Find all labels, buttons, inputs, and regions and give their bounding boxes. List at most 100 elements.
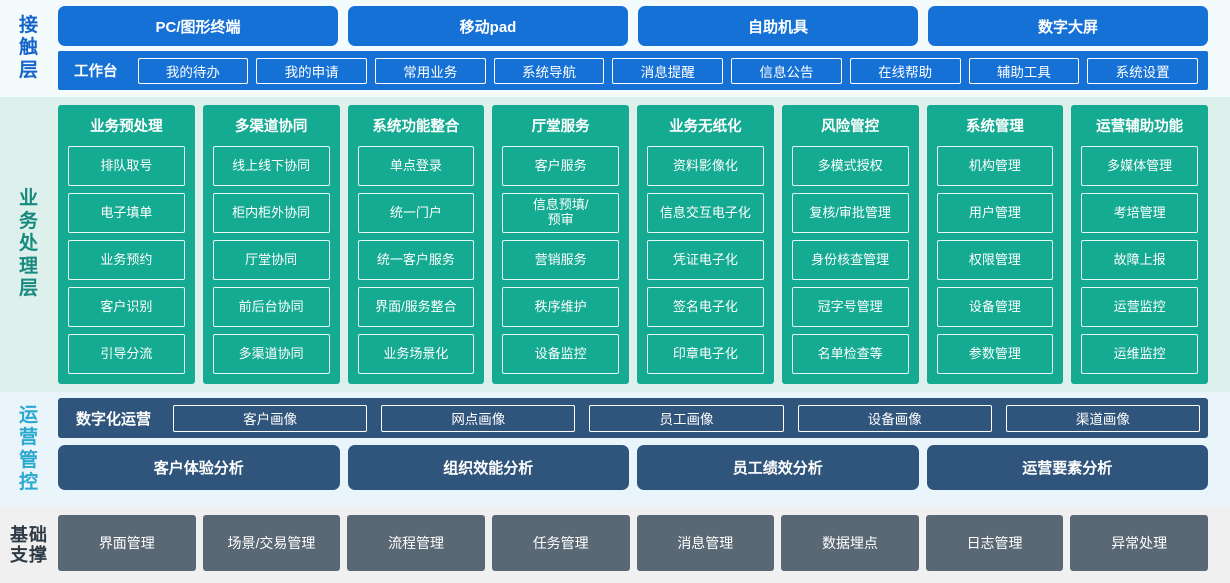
workbench-item[interactable]: 我的待办 <box>137 57 249 84</box>
workbench-item[interactable]: 系统导航 <box>493 57 605 84</box>
business-item[interactable]: 厅堂协同 <box>212 240 330 280</box>
channel-button[interactable]: 移动pad <box>348 6 628 46</box>
business-item[interactable]: 业务预约 <box>68 240 185 280</box>
business-item[interactable]: 秩序维护 <box>502 287 619 327</box>
business-item[interactable]: 信息预填/ 预审 <box>502 193 619 233</box>
business-item[interactable]: 信息交互电子化 <box>647 193 764 233</box>
business-item[interactable]: 故障上报 <box>1081 240 1198 280</box>
business-column: 风险管控多模式授权复核/审批管理身份核查管理冠字号管理名单检查等 <box>781 105 919 384</box>
business-item[interactable]: 统一门户 <box>357 193 475 233</box>
business-item[interactable]: 签名电子化 <box>647 287 764 327</box>
business-column-title: 多渠道协同 <box>234 119 308 135</box>
business-item[interactable]: 业务场景化 <box>357 334 475 374</box>
portrait-item[interactable]: 网点画像 <box>381 404 576 432</box>
business-item[interactable]: 机构管理 <box>936 146 1054 186</box>
channel-button[interactable]: PC/图形终端 <box>58 6 338 46</box>
business-item[interactable]: 柜内柜外协同 <box>212 193 330 233</box>
analysis-button[interactable]: 组织效能分析 <box>347 445 629 490</box>
business-item[interactable]: 排队取号 <box>68 146 185 186</box>
label-char: 管 <box>18 449 39 471</box>
portrait-item[interactable]: 员工画像 <box>589 404 784 432</box>
business-item[interactable]: 冠字号管理 <box>791 287 909 327</box>
business-column-title: 业务无纸化 <box>669 119 742 135</box>
business-item[interactable]: 考培管理 <box>1081 193 1198 233</box>
business-item[interactable]: 凭证电子化 <box>647 240 764 280</box>
layer-base: 基础支撑 界面管理场景/交易管理流程管理任务管理消息管理数据埋点日志管理异常处理 <box>0 507 1230 583</box>
business-item[interactable]: 客户服务 <box>502 146 619 186</box>
business-column: 系统功能整合单点登录统一门户统一客户服务界面/服务整合业务场景化 <box>347 105 485 384</box>
analysis-button[interactable]: 员工绩效分析 <box>637 445 919 490</box>
business-item[interactable]: 多模式授权 <box>791 146 909 186</box>
business-item[interactable]: 客户识别 <box>68 287 185 327</box>
business-item[interactable]: 营销服务 <box>502 240 619 280</box>
base-support-item[interactable]: 数据埋点 <box>781 515 919 571</box>
workbench-item[interactable]: 系统设置 <box>1087 57 1198 84</box>
analysis-button-row: 客户体验分析组织效能分析员工绩效分析运营要素分析 <box>58 445 1208 490</box>
portrait-item[interactable]: 设备画像 <box>797 404 992 432</box>
label-char: 层 <box>18 278 39 300</box>
analysis-button[interactable]: 运营要素分析 <box>926 445 1208 490</box>
business-item[interactable]: 运维监控 <box>1081 334 1198 374</box>
channel-button[interactable]: 自助机具 <box>638 6 918 46</box>
workbench-item[interactable]: 消息提醒 <box>612 57 724 84</box>
business-item[interactable]: 名单检查等 <box>791 334 909 374</box>
business-item[interactable]: 电子填单 <box>68 193 185 233</box>
label-char: 务 <box>18 210 39 232</box>
base-support-item[interactable]: 消息管理 <box>636 515 775 571</box>
label-char: 理 <box>18 255 39 277</box>
channel-button[interactable]: 数字大屏 <box>928 6 1208 46</box>
label-char: 运 <box>18 404 39 426</box>
business-item[interactable]: 界面/服务整合 <box>357 287 475 327</box>
business-item[interactable]: 资料影像化 <box>647 146 764 186</box>
business-item[interactable]: 设备监控 <box>502 334 619 374</box>
base-support-item[interactable]: 异常处理 <box>1070 515 1208 571</box>
base-support-item[interactable]: 场景/交易管理 <box>202 515 341 571</box>
workbench-item[interactable]: 辅助工具 <box>968 57 1080 84</box>
business-item[interactable]: 多渠道协同 <box>212 334 330 374</box>
label-char: 控 <box>18 471 39 493</box>
business-item[interactable]: 运营监控 <box>1081 287 1198 327</box>
base-support-item[interactable]: 流程管理 <box>347 515 485 571</box>
business-item[interactable]: 用户管理 <box>936 193 1054 233</box>
business-item[interactable]: 引导分流 <box>68 334 185 374</box>
layer-business-body: 业务预处理排队取号电子填单业务预约客户识别引导分流多渠道协同线上线下协同柜内柜外… <box>58 97 1230 392</box>
workbench-bar: 工作台 我的待办我的申请常用业务系统导航消息提醒信息公告在线帮助辅助工具系统设置 <box>58 51 1208 90</box>
business-item[interactable]: 复核/审批管理 <box>791 193 909 233</box>
business-item[interactable]: 线上线下协同 <box>212 146 330 186</box>
business-column: 多渠道协同线上线下协同柜内柜外协同厅堂协同前后台协同多渠道协同 <box>202 105 340 384</box>
label-char: 基础 <box>10 524 48 545</box>
analysis-button[interactable]: 客户体验分析 <box>58 445 340 490</box>
workbench-item[interactable]: 信息公告 <box>731 57 842 84</box>
layer-base-body: 界面管理场景/交易管理流程管理任务管理消息管理数据埋点日志管理异常处理 <box>58 507 1230 583</box>
label-char: 接 <box>18 14 39 36</box>
business-column: 厅堂服务客户服务信息预填/ 预审营销服务秩序维护设备监控 <box>492 105 629 384</box>
portrait-item[interactable]: 客户画像 <box>173 404 368 432</box>
business-item[interactable]: 印章电子化 <box>647 334 764 374</box>
base-support-item[interactable]: 日志管理 <box>925 515 1064 571</box>
label-char: 业 <box>18 188 39 210</box>
business-item[interactable]: 多媒体管理 <box>1081 146 1198 186</box>
business-item[interactable]: 权限管理 <box>936 240 1054 280</box>
business-column-title: 系统功能整合 <box>372 119 460 135</box>
layer-base-label: 基础支撑 <box>0 507 58 583</box>
label-char: 触 <box>18 37 39 59</box>
base-support-item[interactable]: 任务管理 <box>491 515 630 571</box>
base-support-item[interactable]: 界面管理 <box>58 515 196 571</box>
business-item[interactable]: 前后台协同 <box>212 287 330 327</box>
workbench-item[interactable]: 常用业务 <box>374 57 486 84</box>
business-item[interactable]: 设备管理 <box>936 287 1054 327</box>
business-item[interactable]: 单点登录 <box>357 146 475 186</box>
workbench-item[interactable]: 在线帮助 <box>849 57 961 84</box>
business-item[interactable]: 身份核查管理 <box>791 240 909 280</box>
label-char: 支撑 <box>10 545 48 565</box>
portrait-item[interactable]: 渠道画像 <box>1005 404 1201 432</box>
label-char: 处 <box>18 233 39 255</box>
digital-operations-title: 数字化运营 <box>76 410 152 428</box>
business-item[interactable]: 统一客户服务 <box>357 240 475 280</box>
business-column-title: 厅堂服务 <box>531 119 590 135</box>
workbench-item[interactable]: 我的申请 <box>256 57 367 84</box>
layer-touch-label: 接触层 <box>0 0 58 97</box>
workbench-item-list: 我的待办我的申请常用业务系统导航消息提醒信息公告在线帮助辅助工具系统设置 <box>137 57 1199 84</box>
business-item[interactable]: 参数管理 <box>936 334 1054 374</box>
